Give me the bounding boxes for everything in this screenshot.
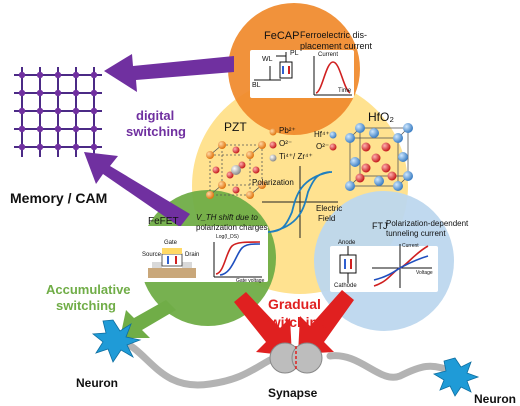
memory-cell-dot xyxy=(54,143,62,151)
hfo2-crystal-structure xyxy=(345,123,413,191)
memory-cell-dot xyxy=(36,89,44,97)
hysteresis-xlabel-line2: Field xyxy=(318,214,336,223)
pzt-crystal-structure xyxy=(206,141,266,199)
gradual-label-line2: switching xyxy=(262,314,327,330)
neuron-right-label: Neuron xyxy=(474,392,516,406)
pzt-ion-pb: Pb²⁺ xyxy=(279,126,296,135)
memory-cell-dot xyxy=(72,71,80,79)
fefet-axis-y: Log(I_DS) xyxy=(216,234,239,240)
neuron-left-star xyxy=(91,319,142,363)
fefet-caption-line1: V_TH shift due to xyxy=(196,213,258,222)
digital-switching-arrow-upper xyxy=(104,54,234,92)
ftj-caption-line1: Polarization-dependent xyxy=(386,219,469,228)
memory-cell-dot xyxy=(54,89,62,97)
gradual-switching-arrow-right xyxy=(298,290,354,354)
fecap-wl: WL xyxy=(262,56,273,63)
memory-cell-dot xyxy=(72,107,80,115)
memory-cell-dot xyxy=(18,125,26,133)
memory-cell-dot xyxy=(36,71,44,79)
ftj-axis-x: Voltage xyxy=(416,270,433,276)
hfo2-ion-hf: Hf⁴⁺ xyxy=(314,130,330,139)
memory-cell-dot xyxy=(54,107,62,115)
gradual-label-line1: Gradual xyxy=(268,296,321,312)
digital-label-line2: switching xyxy=(126,124,186,139)
fefet-source: Source xyxy=(142,252,162,258)
fecap-title: FeCAP xyxy=(264,30,300,42)
axon-left xyxy=(116,336,274,389)
memory-cell-dot xyxy=(54,125,62,133)
digital-switching-arrow-lower xyxy=(84,152,190,227)
fefet-axis-x: Gate voltage xyxy=(236,278,265,284)
fecap-bl: BL xyxy=(252,82,261,89)
pzt-ion-legend xyxy=(269,128,277,162)
ftj-title: FTJ xyxy=(372,221,388,231)
fefet-panel xyxy=(140,226,268,282)
digital-label-line1: digital xyxy=(136,108,175,123)
axon-right xyxy=(326,352,456,381)
memory-cell-dot xyxy=(90,143,98,151)
accumulative-label-line2: switching xyxy=(56,298,116,313)
gradual-switching-arrow-left xyxy=(234,292,292,356)
ftj-cathode: Cathode xyxy=(334,283,357,289)
memory-cell-dot xyxy=(72,143,80,151)
ftj-axis-y: Current xyxy=(402,243,419,249)
memory-cell-dot xyxy=(18,71,26,79)
memory-cell-dot xyxy=(36,107,44,115)
memory-cell-dot xyxy=(18,89,26,97)
fecap-caption-line1: Ferroelectric dis- xyxy=(300,30,368,40)
neuron-left-label: Neuron xyxy=(76,376,118,390)
memory-cell-dot xyxy=(90,107,98,115)
hfo2-ion-legend xyxy=(329,131,337,151)
memory-cell-dot xyxy=(72,89,80,97)
fecap-caption-line2: placement current xyxy=(300,41,373,51)
memory-cell-dot xyxy=(54,71,62,79)
fefet-title: FeFET xyxy=(148,216,179,227)
hfo2-ion-o: O²⁻ xyxy=(316,142,330,151)
neuron-right-star xyxy=(432,357,480,397)
pzt-ion-tizr: Ti⁴⁺/ Zr⁴⁺ xyxy=(279,152,313,161)
accumulative-switching-arrow xyxy=(120,300,176,338)
memory-cell-dot xyxy=(36,143,44,151)
pzt-title: PZT xyxy=(224,120,247,134)
memory-cell-dots xyxy=(18,71,98,151)
memory-cam-label: Memory / CAM xyxy=(10,190,108,206)
synapse-label: Synapse xyxy=(268,386,318,400)
fefet-drain: Drain xyxy=(185,252,200,258)
memory-cell-dot xyxy=(90,125,98,133)
fefet-gate: Gate xyxy=(164,240,178,246)
accumulative-label-line1: Accumulative xyxy=(46,282,131,297)
memory-cell-dot xyxy=(36,125,44,133)
fecap-pl: PL xyxy=(290,50,299,57)
ftj-caption-line2: tunneling current xyxy=(386,229,446,238)
fecap-axis-y: Current xyxy=(318,52,339,58)
fecap-panel xyxy=(250,50,354,98)
fecap-axis-x: Time xyxy=(338,88,352,94)
memory-cell-dot xyxy=(90,71,98,79)
hysteresis-xlabel-line1: Electric xyxy=(316,204,343,213)
ftj-anode: Anode xyxy=(338,240,356,246)
memory-cell-dot xyxy=(18,143,26,151)
pzt-ion-o: O²⁻ xyxy=(279,139,293,148)
ftj-panel xyxy=(330,244,438,292)
hysteresis-ylabel: Polarization xyxy=(252,178,294,187)
memory-cell-dot xyxy=(18,107,26,115)
memory-cell-dot xyxy=(90,89,98,97)
hysteresis-loop xyxy=(262,166,338,238)
fefet-caption-line2: polarization charges xyxy=(196,223,268,232)
memory-cell-dot xyxy=(72,125,80,133)
hfo2-title: HfO₂ xyxy=(368,110,394,124)
synapse-shape xyxy=(269,342,323,374)
